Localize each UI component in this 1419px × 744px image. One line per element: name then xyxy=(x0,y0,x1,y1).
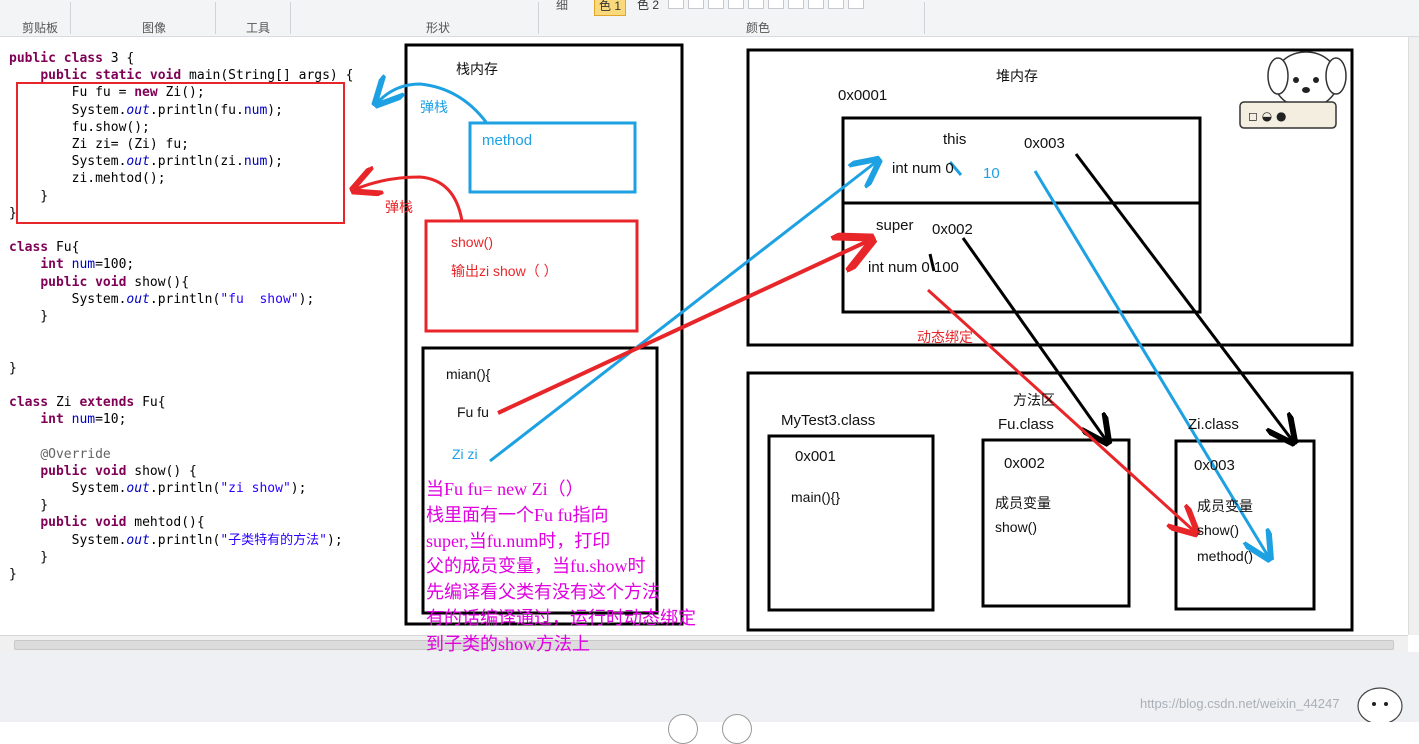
zi-class-name: Zi.class xyxy=(1188,416,1239,433)
fu-class-name: Fu.class xyxy=(998,416,1054,433)
heap-object-address: 0x0001 xyxy=(838,87,888,104)
stack-memory-title: 栈内存 xyxy=(456,61,498,77)
show-frame-label: show() xyxy=(451,234,494,250)
color-swatch[interactable] xyxy=(828,0,844,9)
color1-button[interactable]: 色 1 xyxy=(594,0,627,16)
heap-memory-title: 堆内存 xyxy=(996,68,1038,84)
method-frame-label: method xyxy=(482,132,533,149)
color-swatch[interactable] xyxy=(788,0,804,9)
fu-show-method: show() xyxy=(995,519,1038,535)
shapes-group-label: 形状 xyxy=(426,21,451,35)
pop-stack-label-blue: 弹栈 xyxy=(420,99,448,115)
ribbon-separator xyxy=(215,2,216,34)
super-class-address: 0x002 xyxy=(932,221,973,238)
vertical-scrollbar[interactable] xyxy=(1408,37,1419,635)
java-code-listing: public class 3 { public static void main… xyxy=(9,51,354,583)
color-swatch[interactable] xyxy=(748,0,764,9)
main-frame-title: mian(){ xyxy=(446,366,491,382)
this-num-value: 10 xyxy=(983,165,1000,182)
color-swatch[interactable] xyxy=(808,0,824,9)
colors-group-label: 颜色 xyxy=(746,21,771,35)
page-nav-button[interactable] xyxy=(668,714,698,744)
ribbon-separator xyxy=(70,2,71,34)
this-class-address: 0x003 xyxy=(1024,135,1065,152)
main-zi-variable: Zi zi xyxy=(452,446,478,462)
zi-method-method: method() xyxy=(1197,548,1254,564)
image-group-label: 图像 xyxy=(142,21,167,35)
horizontal-scroll-thumb[interactable] xyxy=(14,640,1394,650)
mytest3-class-address: 0x001 xyxy=(795,448,836,465)
note-line: super,当fu.num时，打印 xyxy=(426,530,611,551)
note-line: 先编译看父类有没有这个方法 xyxy=(426,582,660,603)
color-swatch[interactable] xyxy=(728,0,744,9)
note-line: 有的话编译通过，运行时动态绑定 xyxy=(426,607,696,628)
color-swatch[interactable] xyxy=(768,0,784,9)
fu-member-variables: 成员变量 xyxy=(995,495,1051,511)
line-size-dropdown[interactable]: 细 xyxy=(556,0,569,12)
mytest3-main-method: main(){} xyxy=(791,489,841,505)
puppy-corner-icon xyxy=(1357,687,1403,722)
color-swatch[interactable] xyxy=(708,0,724,9)
main-fu-variable: Fu fu xyxy=(457,404,489,420)
this-num-field: int num 0 xyxy=(892,160,954,177)
page-nav-button[interactable] xyxy=(722,714,752,744)
clipboard-group-label: 剪贴板 xyxy=(22,21,59,35)
explanation-note: 当Fu fu= new Zi（） 栈里面有一个Fu fu指向 super,当fu… xyxy=(426,477,696,658)
color-swatch[interactable] xyxy=(848,0,864,9)
status-bar xyxy=(0,652,1419,722)
note-line: 父的成员变量，当fu.show时 xyxy=(426,556,646,577)
mytest3-class-name: MyTest3.class xyxy=(781,412,876,429)
super-label: super xyxy=(876,217,914,234)
fu-class-address: 0x002 xyxy=(1004,455,1045,472)
ribbon-separator xyxy=(290,2,291,34)
method-area-title: 方法区 xyxy=(1013,392,1055,408)
pop-stack-label-red: 弹栈 xyxy=(385,199,413,215)
dynamic-binding-label: 动态绑定 xyxy=(917,329,973,345)
color-swatch[interactable] xyxy=(688,0,704,9)
paint-ribbon: 剪贴板 图像 工具 形状 细 色 1 色 2 颜色 xyxy=(0,0,1419,37)
ribbon-separator xyxy=(538,2,539,34)
zi-show-method: show() xyxy=(1197,522,1240,538)
this-label: this xyxy=(943,131,967,148)
note-line: 到子类的show方法上 xyxy=(426,633,591,654)
tools-group-label: 工具 xyxy=(246,21,271,35)
super-num-field: int num 0 100 xyxy=(868,259,959,276)
puppy-sticker-icon: ◻ ◒ ● xyxy=(1239,51,1347,129)
color2-button[interactable]: 色 2 xyxy=(637,0,660,12)
csdn-watermark: https://blog.csdn.net/weixin_44247 xyxy=(1140,696,1340,711)
show-frame-output: 输出zi show（ ） xyxy=(451,263,558,279)
color-swatch[interactable] xyxy=(668,0,684,9)
zi-member-variables: 成员变量 xyxy=(1197,498,1253,514)
ribbon-separator xyxy=(924,2,925,34)
note-line: 栈里面有一个Fu fu指向 xyxy=(426,504,609,525)
zi-class-address: 0x003 xyxy=(1194,457,1235,474)
svg-text:◻ ◒ ●: ◻ ◒ ● xyxy=(1248,109,1287,123)
note-line: 当Fu fu= new Zi（） xyxy=(426,479,584,499)
horizontal-scrollbar[interactable] xyxy=(0,635,1408,652)
